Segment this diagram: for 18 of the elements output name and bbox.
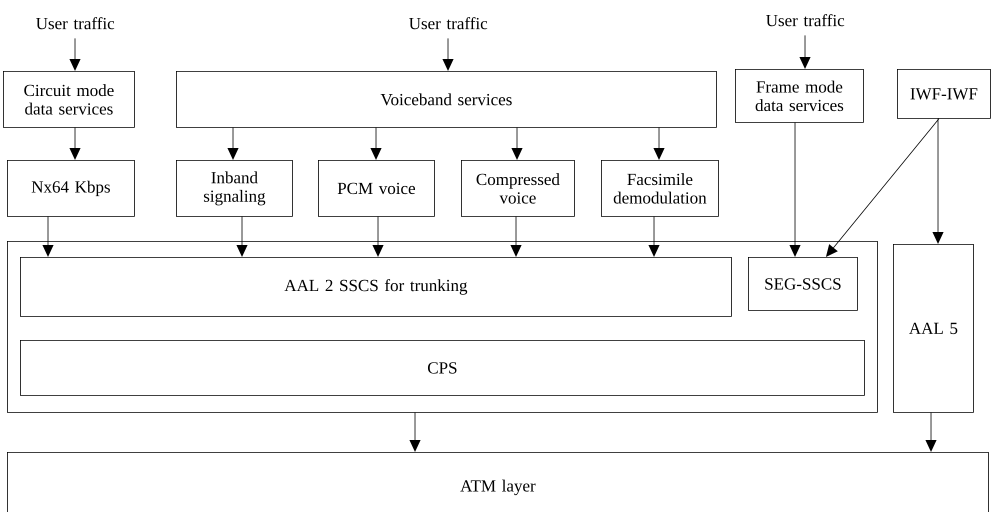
- layer-box: ATM layer: [7, 452, 989, 512]
- service-box: Circuit mode data services: [3, 71, 135, 128]
- traffic-label: User traffic: [409, 17, 488, 30]
- traffic-label: User traffic: [36, 17, 114, 30]
- service-box: Frame mode data services: [735, 69, 864, 123]
- layer-box: AAL 2 SSCS for trunking: [20, 257, 732, 317]
- service-box: Facsimile demodulation: [601, 160, 719, 217]
- layer-box: CPS: [20, 340, 865, 396]
- service-box: Compressed voice: [461, 160, 575, 217]
- traffic-label: User traffic: [766, 14, 844, 26]
- service-box: Voiceband services: [176, 71, 717, 128]
- layer-box: AAL 5: [893, 244, 974, 413]
- service-box: IWF-IWF: [897, 69, 991, 119]
- service-box: PCM voice: [318, 160, 435, 217]
- container-box: [7, 241, 878, 413]
- layer-box: SEG-SSCS: [748, 257, 858, 311]
- service-box: Inband signaling: [176, 160, 293, 217]
- service-box: Nx64 Kbps: [7, 160, 135, 217]
